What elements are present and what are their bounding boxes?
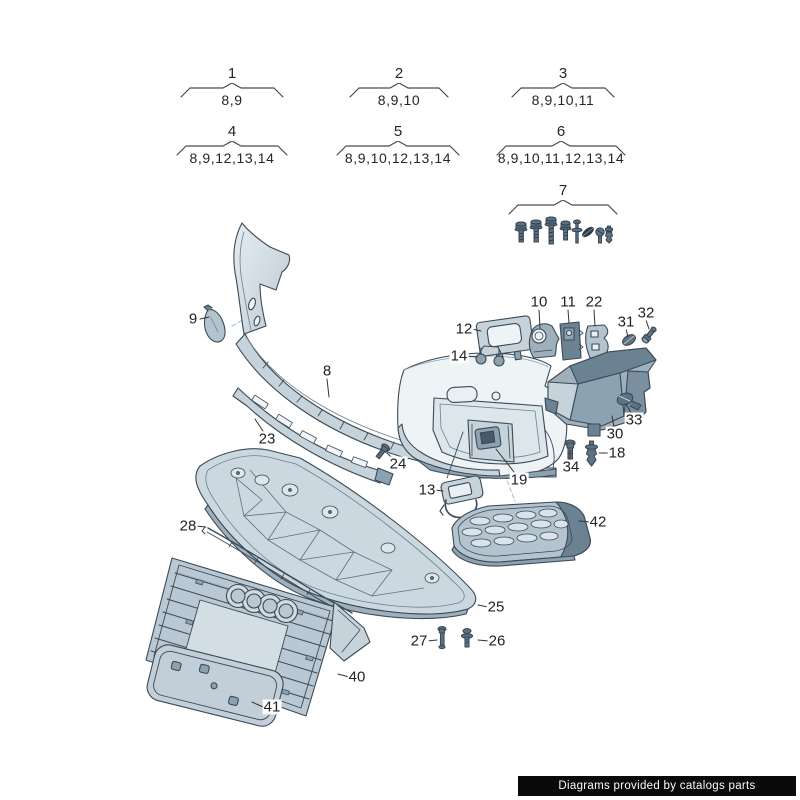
callout-41[interactable]: 41 — [262, 698, 282, 716]
group-number: 3 — [558, 65, 568, 82]
callout-40[interactable]: 40 — [347, 668, 367, 686]
part-31-clip[interactable] — [621, 332, 638, 347]
callout-12[interactable]: 12 — [454, 320, 474, 338]
callout-27[interactable]: 27 — [409, 632, 429, 650]
callout-9[interactable]: 9 — [187, 310, 199, 328]
part-22-retainer[interactable] — [585, 324, 609, 359]
part-19-sensor-bracket[interactable] — [467, 419, 515, 463]
callout-30[interactable]: 30 — [605, 425, 625, 443]
group-number: 4 — [227, 123, 237, 140]
callout-31[interactable]: 31 — [616, 313, 636, 331]
callout-10[interactable]: 10 — [529, 293, 549, 311]
fitment-group-5: 5 8,9,10,12,13,14 — [336, 124, 460, 166]
brace-bracket — [496, 141, 626, 156]
part-28-strip[interactable] — [201, 526, 353, 617]
group-number: 7 — [558, 182, 568, 199]
callout-24[interactable]: 24 — [388, 455, 408, 473]
group-codes: 8,9,10,12,13,14 — [344, 150, 452, 166]
expander-rivet-icon — [604, 225, 614, 244]
callout-25[interactable]: 25 — [486, 598, 506, 616]
part-33-clip[interactable] — [616, 391, 642, 411]
fitment-group-3: 3 8,9,10,11 — [511, 66, 615, 108]
callout-26[interactable]: 26 — [487, 632, 507, 650]
group-number: 2 — [394, 65, 404, 82]
part-13-washer-cover[interactable] — [439, 475, 484, 519]
group-number: 5 — [393, 123, 403, 140]
hex-bolt-icon — [514, 221, 528, 243]
part-18-expander-clip[interactable] — [584, 440, 599, 467]
group-number: 1 — [227, 65, 237, 82]
part-32-bolt[interactable] — [641, 326, 658, 344]
leader-line — [446, 431, 464, 479]
callout-23[interactable]: 23 — [257, 430, 277, 448]
part-26-screw[interactable] — [460, 628, 474, 648]
callout-34[interactable]: 34 — [561, 458, 581, 476]
callout-leader-lines — [195, 309, 650, 708]
fitment-group-4: 4 8,9,12,13,14 — [176, 124, 288, 166]
part-14-harness[interactable] — [475, 345, 505, 367]
callout-33[interactable]: 33 — [624, 411, 644, 429]
fastener-icons — [514, 216, 614, 245]
part-23-strip[interactable] — [232, 387, 394, 486]
part-11-mount[interactable] — [559, 321, 584, 361]
brace-bracket — [336, 141, 460, 156]
hex-bolt-icon — [529, 219, 543, 243]
callout-28[interactable]: 28 — [178, 517, 198, 535]
group-codes: 8,9 — [221, 92, 243, 108]
fitment-group-7: 7 — [508, 183, 618, 247]
hex-bolt-icon — [559, 220, 572, 241]
callout-42[interactable]: 42 — [588, 513, 608, 531]
group-codes: 8,9,10,11,12,13,14 — [497, 150, 625, 166]
group-codes: 8,9,12,13,14 — [189, 150, 275, 166]
fitment-group-1: 1 8,9 — [180, 66, 284, 108]
brace-bracket — [180, 83, 284, 98]
brace-bracket — [508, 200, 618, 215]
brace-bracket — [511, 83, 615, 98]
callout-22[interactable]: 22 — [584, 293, 604, 311]
callout-18[interactable]: 18 — [607, 444, 627, 462]
round-screw-icon — [595, 227, 605, 244]
brace-bracket — [176, 141, 288, 156]
fitment-group-2: 2 8,9,10 — [349, 66, 449, 108]
group-number: 6 — [556, 123, 566, 140]
group-codes: 8,9,10,11 — [531, 92, 595, 108]
callout-32[interactable]: 32 — [636, 304, 656, 322]
part-9-clip[interactable] — [203, 304, 226, 343]
leaf-clip-icon — [582, 226, 594, 238]
long-bolt-icon — [544, 216, 558, 245]
callout-11[interactable]: 11 — [559, 293, 577, 311]
washer-pin-icon — [571, 219, 583, 244]
audi-rings — [225, 583, 299, 624]
group-codes: 8,9,10 — [377, 92, 421, 108]
callout-13[interactable]: 13 — [417, 481, 437, 499]
part-bumper-cover[interactable] — [397, 352, 568, 479]
callout-8[interactable]: 8 — [321, 362, 333, 380]
part-24-screw[interactable] — [374, 443, 391, 461]
callout-19[interactable]: 19 — [509, 471, 529, 489]
part-42-fog-grille[interactable] — [451, 501, 591, 567]
brace-bracket — [349, 83, 449, 98]
part-27-screw[interactable] — [437, 626, 447, 650]
part-10-bracket[interactable] — [528, 323, 560, 359]
fitment-group-6: 6 8,9,10,11,12,13,14 — [496, 124, 626, 166]
callout-14[interactable]: 14 — [449, 347, 469, 365]
footer-credit: Diagrams provided by catalogs parts — [518, 776, 796, 796]
